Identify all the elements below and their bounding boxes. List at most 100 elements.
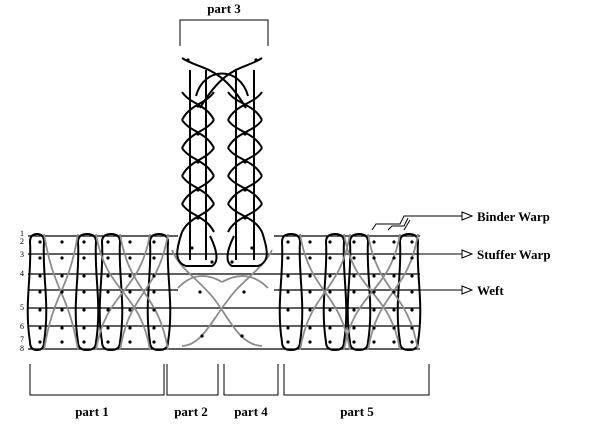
weft-dot: [328, 340, 332, 344]
weft-dot: [328, 274, 332, 278]
web-arch: [195, 72, 249, 97]
weft-dot: [38, 240, 42, 244]
weft-dot: [82, 308, 86, 312]
part2-bracket: [166, 364, 219, 396]
junction-path-top-left: [177, 275, 223, 289]
binder-loop: [26, 232, 48, 352]
part4-bracket: [223, 364, 279, 396]
weft-dot: [328, 256, 332, 260]
weft-dot: [38, 256, 42, 260]
weft-dot: [190, 246, 194, 250]
layer-number-8: 8: [20, 344, 24, 353]
weft-dot: [38, 308, 42, 312]
weft-dot: [82, 290, 86, 294]
weft-dot: [286, 290, 290, 294]
binder-warp-arrow: [461, 211, 474, 221]
binder-loop: [278, 232, 304, 352]
weft-dot: [410, 326, 414, 330]
weft-dot: [128, 274, 132, 278]
part1-label: part 1: [75, 404, 109, 419]
weft-dot: [308, 308, 312, 312]
part5-bracket: [283, 364, 430, 396]
binder-loop: [74, 232, 100, 352]
binder-warp-leader-2: [387, 217, 409, 231]
weft-dots: [38, 58, 414, 344]
weft-dot: [152, 240, 156, 244]
weft-dot: [392, 256, 396, 260]
weft-dot: [152, 326, 156, 330]
weft-dot: [308, 274, 312, 278]
binder-cross: [119, 233, 169, 351]
weft-dot: [200, 334, 204, 338]
binder-crossings-gray: [43, 233, 419, 351]
weft-dot: [243, 104, 247, 108]
weft-dot: [60, 326, 64, 330]
junction-path-left: [171, 249, 263, 347]
weft-dot: [82, 326, 86, 330]
weft-dot: [328, 290, 332, 294]
weft-dot: [60, 308, 64, 312]
weft-dot: [410, 340, 414, 344]
weft-dot: [60, 290, 64, 294]
binder-warp-leader: [371, 215, 462, 231]
weft-arrow: [461, 285, 474, 295]
layer-number-4: 4: [20, 269, 24, 278]
legend-arrows: [461, 211, 474, 295]
binder-loop: [146, 232, 172, 352]
weft-dot: [128, 256, 132, 260]
stuffer-warp-arrow: [461, 249, 474, 259]
binder-cross: [343, 233, 401, 351]
weft-dot: [328, 240, 332, 244]
layer-number-1: 1: [20, 229, 24, 238]
part5-label: part 5: [340, 404, 374, 419]
weft-dot: [392, 326, 396, 330]
junction-crossings: [171, 249, 273, 347]
weft-dot: [106, 240, 110, 244]
weft-dot: [60, 256, 64, 260]
weft-dot: [308, 256, 312, 260]
weft-dot: [198, 290, 202, 294]
weft-dot: [286, 256, 290, 260]
part4-label: part 4: [234, 404, 268, 419]
weft-dot: [243, 160, 247, 164]
weft-dot: [38, 340, 42, 344]
weft-dot: [196, 104, 200, 108]
weft-dot: [410, 240, 414, 244]
part3-bracket: [179, 19, 269, 46]
weft-dot: [286, 340, 290, 344]
layer-number-5: 5: [20, 303, 24, 312]
weft-dot: [372, 240, 376, 244]
weft-dot: [308, 290, 312, 294]
weft-dot: [128, 308, 132, 312]
binder-loops-black: [26, 232, 422, 352]
weft-dot: [308, 240, 312, 244]
binder-loop: [322, 232, 348, 352]
web-foot-left: [176, 231, 218, 267]
stuffer-warp-label: Stuffer Warp: [477, 247, 551, 262]
weft-dot: [392, 340, 396, 344]
layer-number-3: 3: [20, 250, 24, 259]
weft-dot: [128, 290, 132, 294]
weft-dot: [308, 326, 312, 330]
weft-dot: [243, 216, 247, 220]
weft-dot: [372, 326, 376, 330]
weft-dot: [240, 334, 244, 338]
weft-dot: [242, 290, 246, 294]
part3-label: part 3: [207, 1, 241, 16]
weft-dot: [210, 260, 214, 264]
web-foot-right: [226, 231, 268, 267]
stuffer-lines: [28, 235, 420, 350]
vertical-web: [176, 57, 268, 267]
weft-dot: [186, 58, 190, 62]
weft-dot: [106, 256, 110, 260]
weft-dot: [352, 290, 356, 294]
weft-dot: [82, 340, 86, 344]
binder-cross: [95, 233, 151, 351]
binder-loop: [396, 232, 422, 352]
weft-dot: [196, 216, 200, 220]
weft-dot: [38, 274, 42, 278]
weft-dot: [372, 274, 376, 278]
binder-loop: [98, 232, 124, 352]
weft-dot: [152, 274, 156, 278]
